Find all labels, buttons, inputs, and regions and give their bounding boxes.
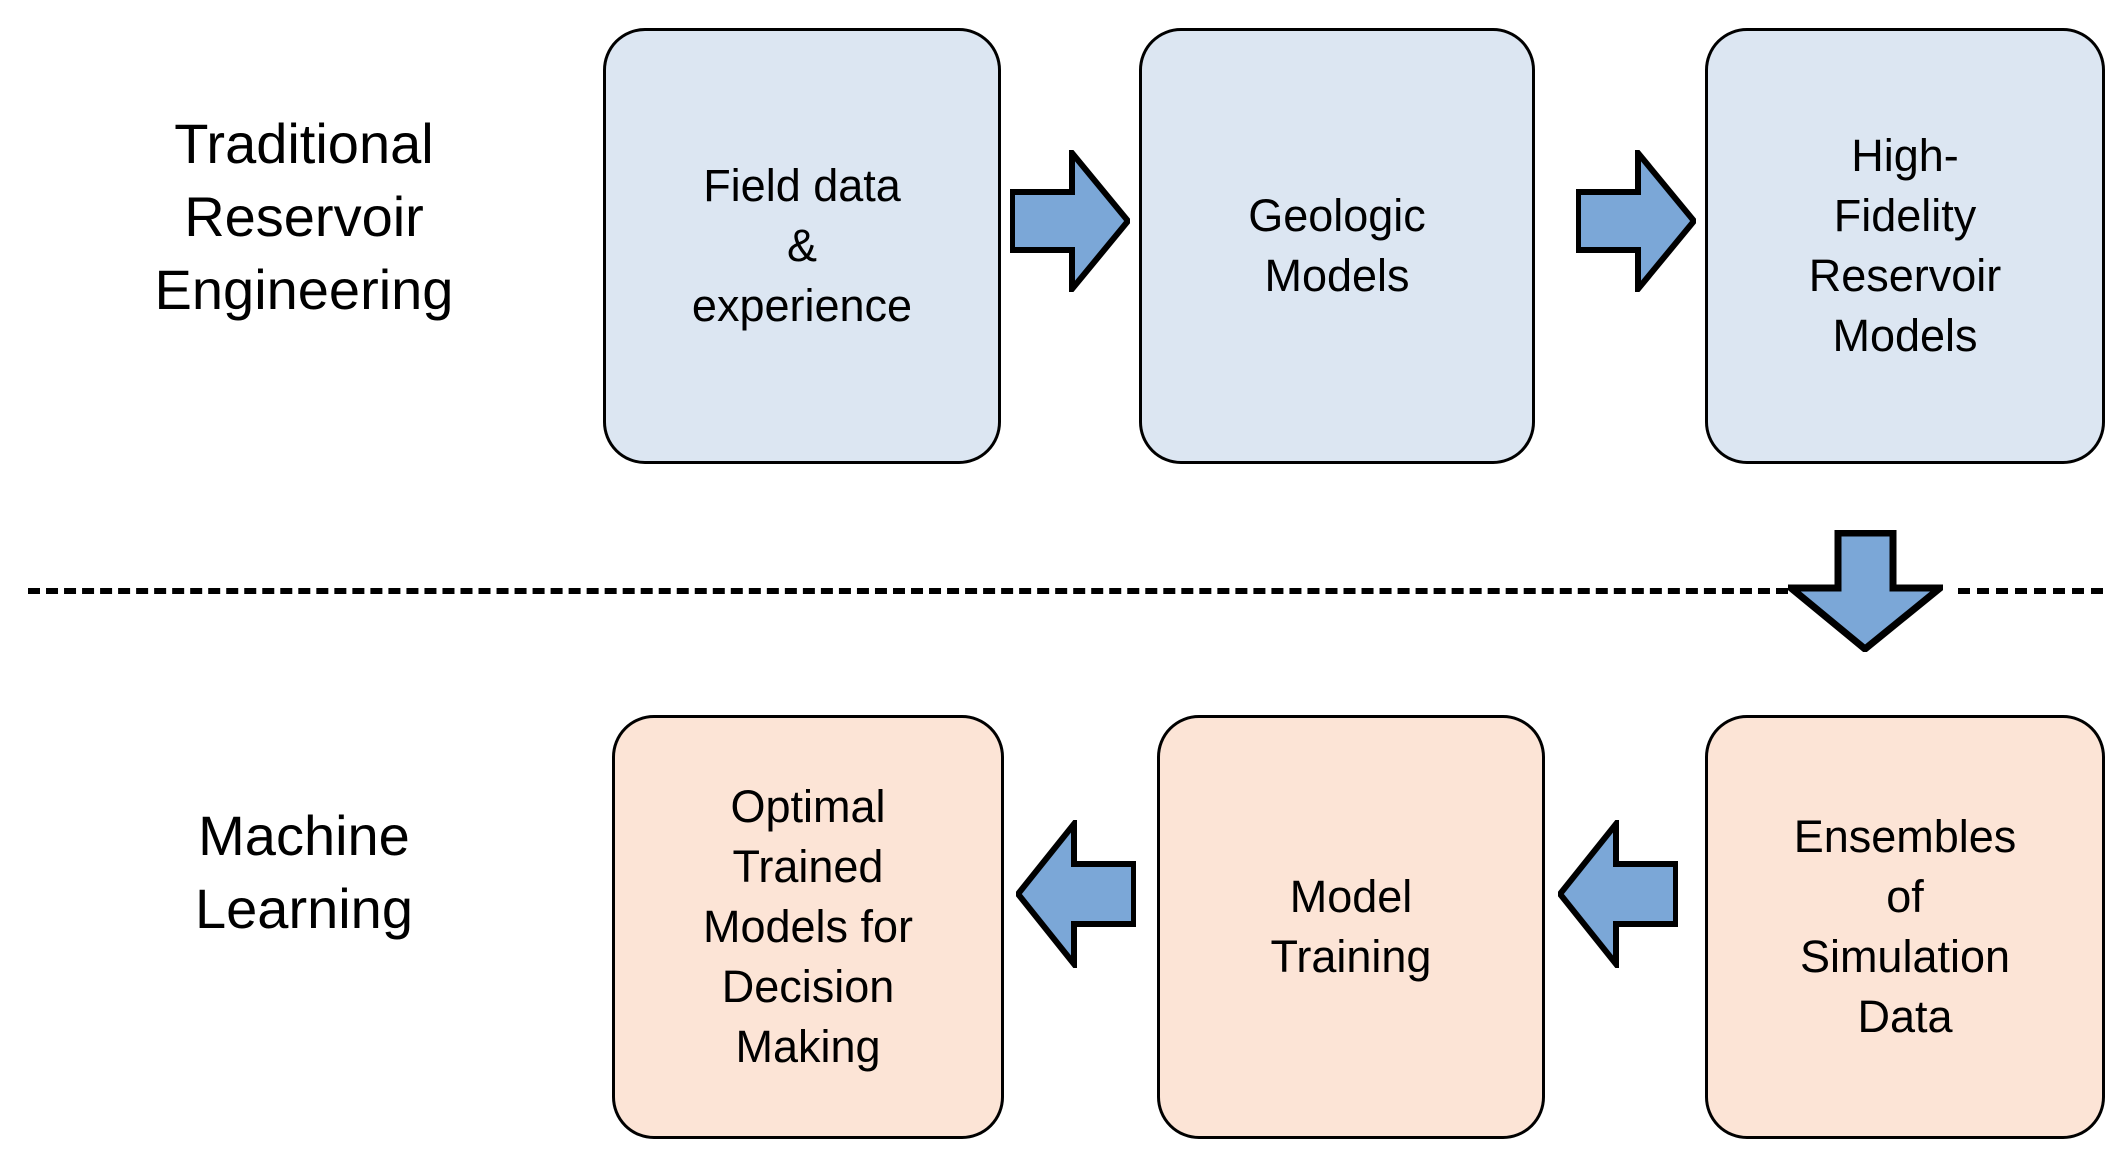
arrow-right-icon <box>1010 150 1130 292</box>
arrow-left-icon <box>1558 820 1678 968</box>
arrow-right-icon-shape <box>1010 150 1130 292</box>
process-box-geologic-models[interactable]: Geologic Models <box>1139 28 1535 464</box>
arrow-left-icon <box>1016 820 1136 968</box>
section-divider-right <box>1958 588 2103 594</box>
process-box-ensembles-of-simulation-data[interactable]: Ensembles of Simulation Data <box>1705 715 2105 1139</box>
section-label-machine-learning: Machine Learning <box>195 804 413 940</box>
section-label-traditional-reservoir-engineering: Traditional Reservoir Engineering <box>154 112 454 321</box>
arrow-left-icon-shape <box>1558 820 1678 968</box>
process-box-high-fidelity-reservoir-models[interactable]: High- Fidelity Reservoir Models <box>1705 28 2105 464</box>
process-box-optimal-trained-models[interactable]: Optimal Trained Models for Decision Maki… <box>612 715 1004 1139</box>
process-box-field-data[interactable]: Field data & experience <box>603 28 1001 464</box>
arrow-left-icon-shape <box>1016 820 1136 968</box>
process-box-model-training[interactable]: Model Training <box>1157 715 1545 1139</box>
arrow-down-icon <box>1788 530 1943 652</box>
arrow-right-icon <box>1576 150 1696 292</box>
arrow-right-icon-shape <box>1576 150 1696 292</box>
section-divider-left <box>28 588 1788 594</box>
arrow-down-icon-shape <box>1788 530 1943 652</box>
